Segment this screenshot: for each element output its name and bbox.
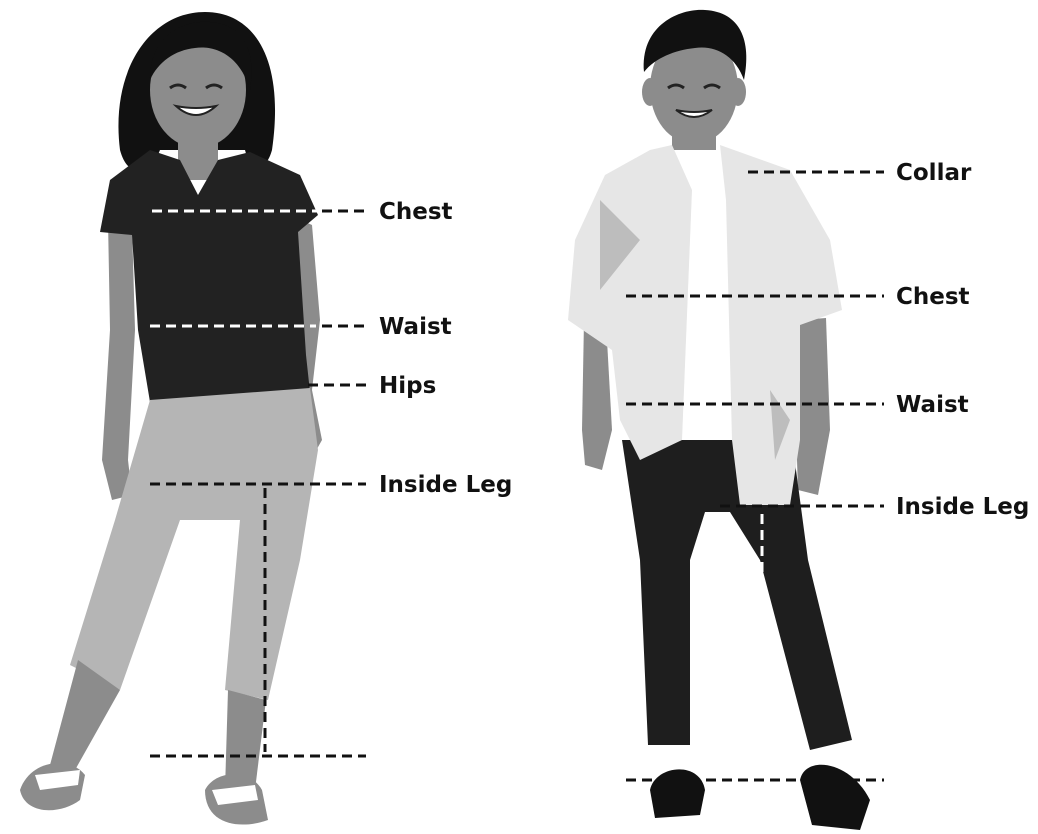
girl-waist-label: Waist [379, 314, 452, 340]
girl-hips-label: Hips [379, 373, 436, 399]
girl-figure [20, 12, 322, 825]
boy-ear-right [730, 78, 746, 106]
boy-arm-right [796, 318, 830, 495]
boy-shoe-left [650, 769, 705, 818]
boy-chest-label: Chest [896, 284, 970, 310]
girl-chest-label: Chest [379, 199, 453, 225]
boy-waist-label: Waist [896, 392, 969, 418]
boy-collar-label: Collar [896, 160, 972, 186]
boy-ear-left [642, 78, 658, 106]
boy-inside-leg-label: Inside Leg [896, 494, 1029, 520]
boy-figure [568, 10, 870, 830]
girl-arm-left [102, 220, 135, 500]
girl-inside-leg-label: Inside Leg [379, 472, 512, 498]
boy-shoe-right [800, 765, 870, 830]
